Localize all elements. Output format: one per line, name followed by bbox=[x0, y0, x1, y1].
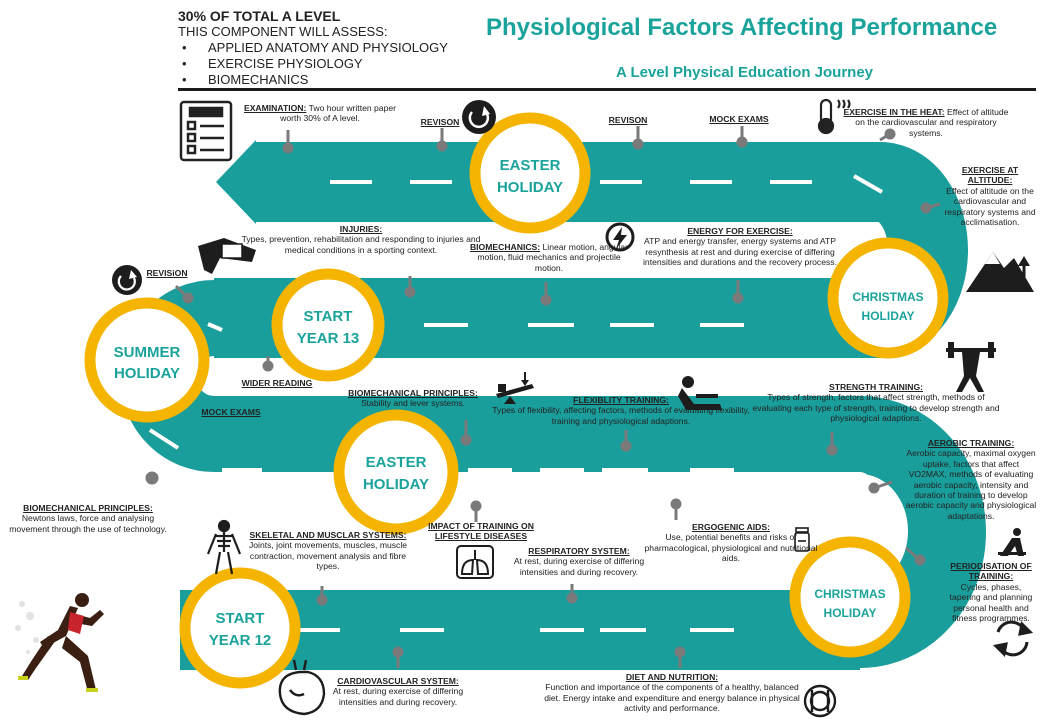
plate-icon bbox=[803, 684, 837, 718]
exam-sheet-icon bbox=[179, 100, 233, 162]
label-aerobic: AEROBIC TRAINING: Aerobic capacity, maxi… bbox=[905, 438, 1037, 521]
ring-summer bbox=[84, 297, 210, 423]
heart-icon bbox=[278, 659, 326, 716]
label-biomechanics: BIOMECHANICS: Linear motion, angular mot… bbox=[469, 242, 629, 273]
ring-easter-1 bbox=[469, 112, 591, 234]
label-mock-exams-1: MOCK EXAMS bbox=[709, 114, 769, 124]
label-cardiovascular: CARDIOVASCULAR SYSTEM: At rest, during e… bbox=[332, 676, 464, 707]
label-revision-3: REVISiON bbox=[146, 268, 188, 278]
label-ergogenic: ERGOGENIC AIDS: Use, potential benefits … bbox=[644, 522, 818, 564]
label-flexibility: FLEXIBLITY TRAINING: Types of flexibilit… bbox=[492, 395, 750, 426]
label-respiratory: RESPIRATORY SYSTEM: At rest, during exer… bbox=[513, 546, 645, 577]
label-biomech-principles-2: BIOMECHANICAL PRINCIPLES: Newtons laws, … bbox=[9, 503, 167, 534]
label-exercise-heat: EXERCISE IN THE HEAT: Effect of altitude… bbox=[843, 107, 1009, 138]
ring-start-13 bbox=[271, 268, 385, 382]
page-subtitle: A Level Physical Education Journey bbox=[616, 64, 874, 81]
ring-christmas-1 bbox=[789, 536, 911, 658]
label-impact-training: IMPACT OF TRAINING ON LIFESTYLE DISEASES bbox=[428, 521, 534, 542]
label-skeletal-muscular: SKELETAL AND MUSCLAR SYSTEMS: Joints, jo… bbox=[248, 530, 408, 572]
ring-start-12 bbox=[179, 567, 301, 689]
assess-item: EXERCISE PHYSIOLOGY bbox=[182, 56, 448, 72]
energy-icon bbox=[605, 222, 635, 252]
component-assess: THIS COMPONENT WILL ASSESS: bbox=[178, 24, 388, 39]
sprinter-icon bbox=[15, 593, 104, 692]
road-arrow bbox=[216, 140, 256, 224]
label-energy: ENERGY FOR EXERCISE: ATP and energy tran… bbox=[643, 226, 837, 268]
label-wider-reading: WIDER READING bbox=[241, 378, 313, 388]
page-title: Physiological Factors Affecting Performa… bbox=[486, 14, 998, 41]
label-strength: STRENGTH TRAINING: Types of strength, fa… bbox=[752, 382, 1000, 424]
balance-icon bbox=[496, 372, 534, 404]
label-biomech-principles-1: BIOMECHANICAL PRINCIPLES: Stability and … bbox=[348, 388, 478, 409]
label-periodisation: PERIODISATION OF TRAINING: Cycles, phase… bbox=[949, 561, 1033, 624]
aerobic-icon bbox=[998, 528, 1026, 556]
thermometer-icon bbox=[817, 98, 851, 135]
weightlifter-icon bbox=[946, 342, 996, 392]
stretch-icon bbox=[678, 376, 722, 410]
mountain-icon bbox=[966, 252, 1034, 292]
assess-item: APPLIED ANATOMY AND PHYSIOLOGY bbox=[182, 40, 448, 56]
refresh-icon bbox=[112, 265, 142, 295]
label-examination: EXAMINATION: Two hour written paper wort… bbox=[243, 103, 397, 124]
refresh-icon bbox=[462, 100, 496, 134]
assess-list: APPLIED ANATOMY AND PHYSIOLOGY EXERCISE … bbox=[178, 40, 448, 88]
assess-item: BIOMECHANICS bbox=[182, 72, 448, 88]
label-revison-2: REVISON bbox=[608, 115, 648, 125]
label-mock-exams-2: MOCK EXAMS bbox=[201, 407, 261, 417]
lungs-icon bbox=[456, 545, 494, 579]
lane-dashes bbox=[148, 174, 883, 632]
injured-leg-icon bbox=[198, 238, 256, 274]
label-revison-1: REVISON bbox=[420, 117, 460, 127]
component-info: 30% OF TOTAL A LEVEL THIS COMPONENT WILL… bbox=[178, 8, 448, 88]
cycle-arrows-icon bbox=[992, 620, 1034, 658]
header-rule bbox=[178, 88, 1036, 91]
ring-christmas-2 bbox=[827, 237, 949, 359]
label-exercise-altitude: EXERCISE AT ALTITUDE: Effect of altitude… bbox=[944, 165, 1036, 228]
skeleton-icon bbox=[206, 519, 242, 575]
ring-easter-2 bbox=[333, 409, 459, 535]
pill-bottle-icon bbox=[794, 527, 810, 552]
label-diet-nutrition: DIET AND NUTRITION: Function and importa… bbox=[544, 672, 800, 714]
component-weight: 30% OF TOTAL A LEVEL bbox=[178, 8, 341, 24]
label-injuries: INJURIES: Types, prevention, rehabilitat… bbox=[241, 224, 481, 255]
